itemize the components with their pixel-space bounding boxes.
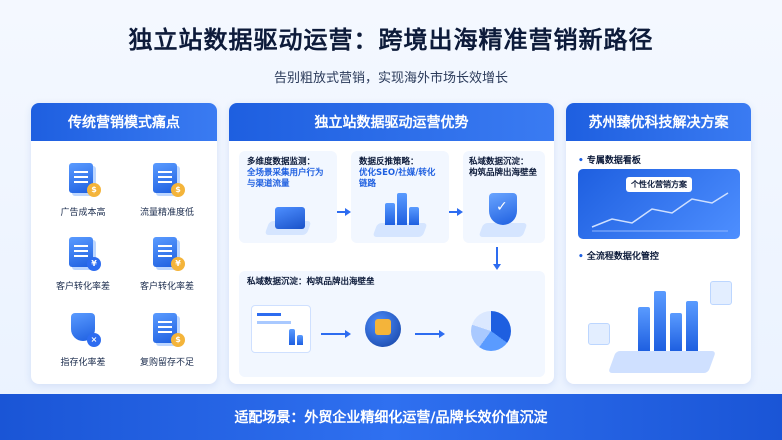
step-strategy-body: 优化SEO/社媒/转化链路	[359, 168, 436, 189]
retention-doc-icon: $	[145, 309, 189, 349]
ad-cost-icon: $	[61, 159, 105, 199]
conversion-coin-icon: ¥	[145, 233, 189, 273]
step-monitoring-body: 全场景采集用户行为与渠道流量	[247, 168, 324, 189]
pain-item-label: 客户转化率差	[55, 282, 110, 292]
step-strategy: 数据反推策略： 优化SEO/社媒/转化链路	[351, 151, 449, 243]
solution-panel: 苏州臻优科技解决方案 专属数据看板 个性化营销方案 全流程数据化管控	[566, 103, 751, 384]
pain-item-label: 指存化率差	[60, 358, 106, 368]
step-private-data: 私域数据沉淀： 构筑品牌出海壁垒 ✓	[463, 151, 545, 243]
pain-item-ad-cost: $ 广告成本高	[43, 159, 123, 218]
arrow-right-icon	[449, 208, 463, 216]
pain-panel-heading: 传统营销模式痛点	[31, 103, 217, 141]
pain-item-conversion: ¥ 客户转化率差	[43, 233, 123, 292]
conversion-doc-icon: ¥	[61, 233, 105, 273]
arrow-right-icon	[337, 208, 351, 216]
pain-item-storage: × 指存化率差	[43, 309, 123, 368]
page-subtitle: 告别粗放式营销，实现海外市场长效增长	[273, 71, 508, 86]
advantage-panel: 独立站数据驱动运营优势 多维度数据监测： 全场景采集用户行为与渠道流量 数据反推…	[229, 103, 554, 384]
trend-line-icon	[591, 192, 729, 232]
step-private-title: 私域数据沉淀：	[469, 157, 529, 167]
pain-item-label: 流量精准度低	[139, 208, 194, 218]
pain-item-label: 复购留存不足	[139, 358, 194, 368]
page-title: 独立站数据驱动运营：跨境出海精准营销新路径	[128, 26, 654, 54]
arrow-right-icon	[321, 330, 351, 338]
pain-item-label: 客户转化率差	[139, 282, 194, 292]
solution-panel-heading: 苏州臻优科技解决方案	[566, 103, 751, 141]
arrow-right-icon	[415, 330, 445, 338]
advantage-panel-heading: 独立站数据驱动运营优势	[229, 103, 554, 141]
dashboard-tag: 个性化营销方案	[626, 177, 692, 192]
traffic-doc-icon: $	[145, 159, 189, 199]
pain-points-panel: 传统营销模式痛点 $ 广告成本高 $ 流量精准度低 ¥ 客户转化率差 ¥ 客户转…	[31, 103, 217, 384]
private-data-row: 私域数据沉淀：构筑品牌出海壁垒	[239, 271, 545, 377]
step-private-body: 构筑品牌出海壁垒	[469, 168, 538, 178]
footer-banner: 适配场景：外贸企业精细化运营/品牌长效价值沉淀	[0, 394, 782, 440]
pain-item-conversion-2: ¥ 客户转化率差	[127, 233, 207, 292]
arrow-down-icon	[493, 247, 501, 270]
step-strategy-title: 数据反推策略：	[359, 157, 419, 167]
step-monitoring: 多维度数据监测： 全场景采集用户行为与渠道流量	[239, 151, 337, 243]
pain-item-traffic: $ 流量精准度低	[127, 159, 207, 218]
step-monitoring-title: 多维度数据监测：	[247, 157, 316, 167]
bottom-row-title: 私域数据沉淀：构筑品牌出海壁垒	[247, 277, 375, 287]
solution-item-control: 全流程数据化管控	[578, 249, 659, 262]
shield-icon: ×	[61, 309, 105, 349]
solution-item-dashboard: 专属数据看板	[578, 153, 641, 166]
pain-item-label: 广告成本高	[60, 208, 106, 218]
dashboard-preview: 个性化营销方案	[578, 169, 740, 239]
pain-item-retention: $ 复购留存不足	[127, 309, 207, 368]
